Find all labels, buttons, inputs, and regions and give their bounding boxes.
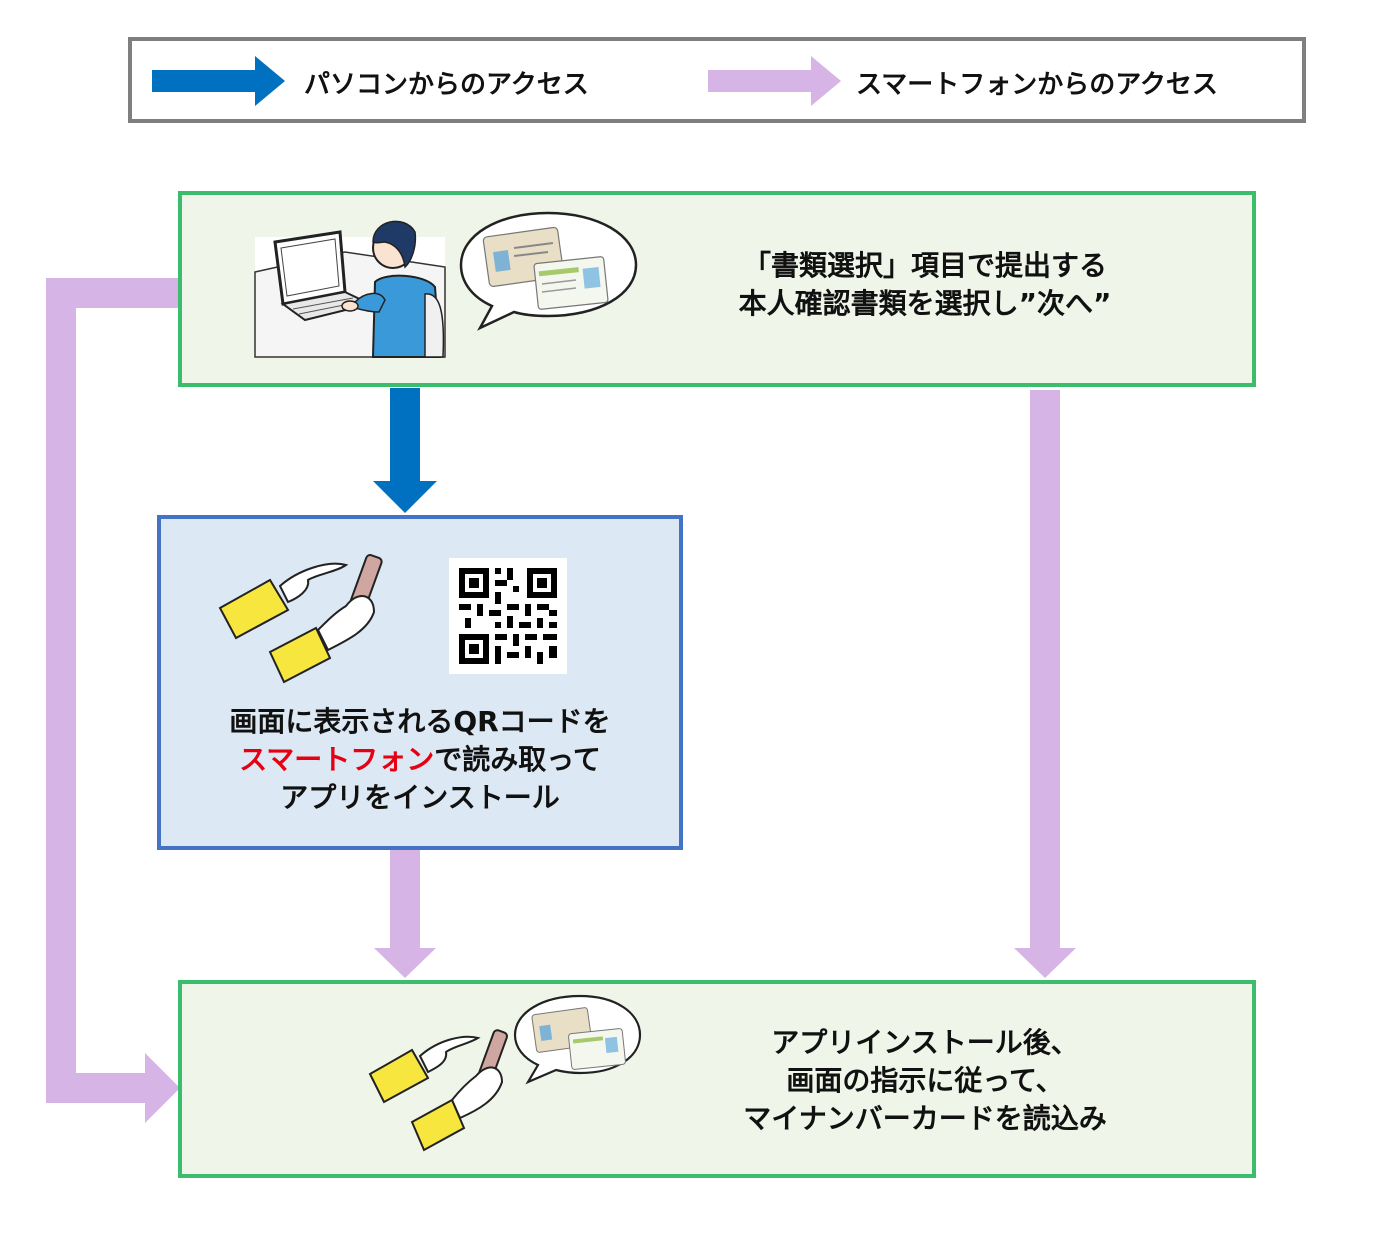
step1-text: 「書類選択」項目で提出する 本人確認書類を選択し”次へ” (690, 247, 1160, 323)
smartphone-access-arrow-icon (708, 56, 841, 106)
step2-line2: スマートフォンで読み取って (170, 741, 670, 779)
legend-smartphone-label: スマートフォンからのアクセス (856, 70, 1218, 100)
step2-line2-rest: で読み取って (434, 743, 601, 776)
step3-line3: マイナンバーカードを読込み (743, 1102, 1107, 1135)
smartphone-right-path-arrow (1030, 390, 1060, 950)
step3-text: アプリインストール後、 画面の指示に従って、 マイナンバーカードを読込み (680, 1024, 1170, 1138)
qr-code-icon (449, 558, 567, 674)
legend (128, 37, 1306, 123)
smartphone-left-path-arrow (46, 278, 180, 1103)
hands-holding-smartphone-icon-2 (368, 1029, 509, 1152)
hands-holding-smartphone-icon (218, 554, 383, 684)
step2-line3: アプリをインストール (280, 781, 560, 814)
pc-arrowhead-icon (373, 481, 437, 513)
pc-path-arrow (390, 388, 420, 483)
smartphone-right-arrowhead-icon (1014, 948, 1076, 978)
pc-access-arrow-icon (152, 56, 285, 106)
step3-box (178, 980, 1256, 1178)
smartphone-left-arrowhead-icon (145, 1053, 180, 1123)
smartphone-middle-path-arrow (390, 850, 420, 950)
step2-text: 画面に表示されるQRコードを スマートフォンで読み取って アプリをインストール (170, 703, 670, 817)
step2-smartphone-highlight: スマートフォン (239, 743, 435, 776)
id-cards-speech-bubble-icon-2 (513, 994, 642, 1085)
person-using-laptop-icon (254, 220, 446, 358)
step1-line1: 「書類選択」項目で提出する (742, 249, 1107, 282)
id-cards-speech-bubble-icon (459, 211, 638, 331)
step2-box (157, 515, 683, 850)
smartphone-middle-arrowhead-icon (374, 948, 436, 978)
step3-line2: 画面の指示に従って、 (786, 1064, 1064, 1097)
step2-line1: 画面に表示されるQRコードを (229, 705, 611, 738)
step1-line2: 本人確認書類を選択し”次へ” (738, 287, 1112, 320)
legend-pc-label: パソコンからのアクセス (304, 70, 589, 100)
step3-line1: アプリインストール後、 (771, 1026, 1079, 1059)
